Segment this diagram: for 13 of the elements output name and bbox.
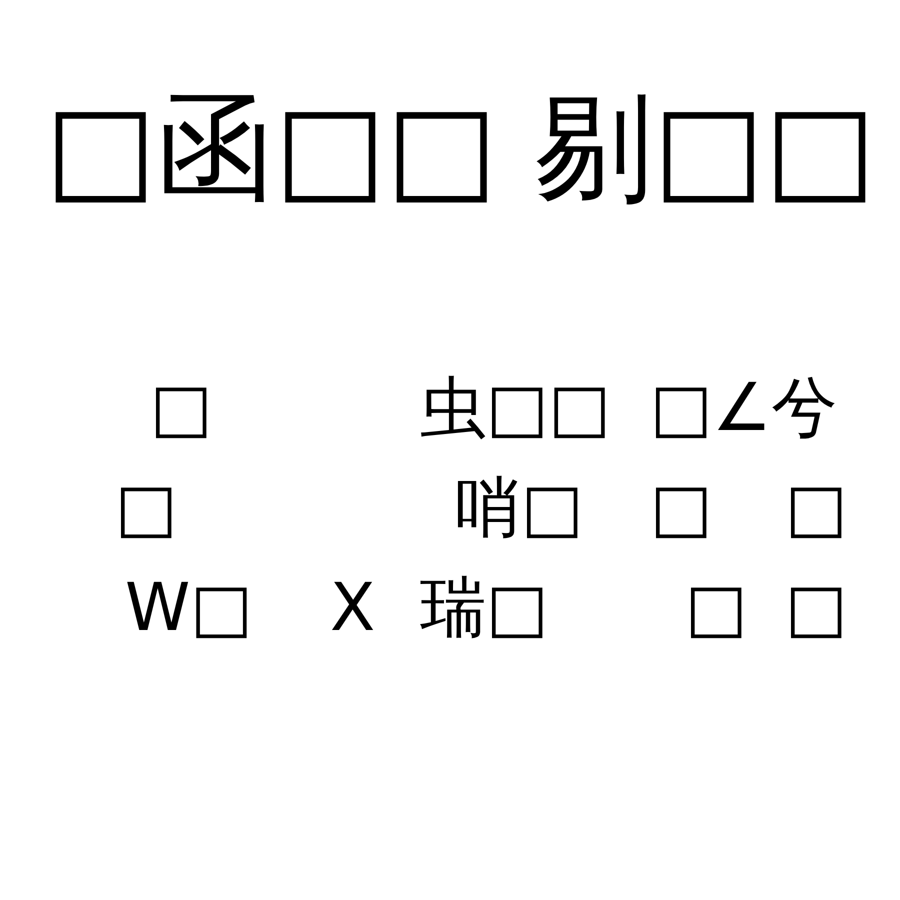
text-label: 瑞□ <box>420 575 548 641</box>
text-label: □ <box>685 575 748 641</box>
text-label: □ <box>650 475 712 541</box>
text-label: W□ <box>125 575 253 641</box>
text-label: □∠兮 <box>650 375 838 441</box>
text-label: 哨□ <box>455 475 584 541</box>
text-label: □ <box>150 375 212 441</box>
title: □函□□ 剔□□ <box>45 80 877 216</box>
text-label: 虫□□ <box>420 375 611 441</box>
text-label: □ <box>785 575 848 641</box>
text-label: X <box>330 575 376 641</box>
text-label: □ <box>115 475 178 541</box>
text-label: □ <box>785 475 848 541</box>
